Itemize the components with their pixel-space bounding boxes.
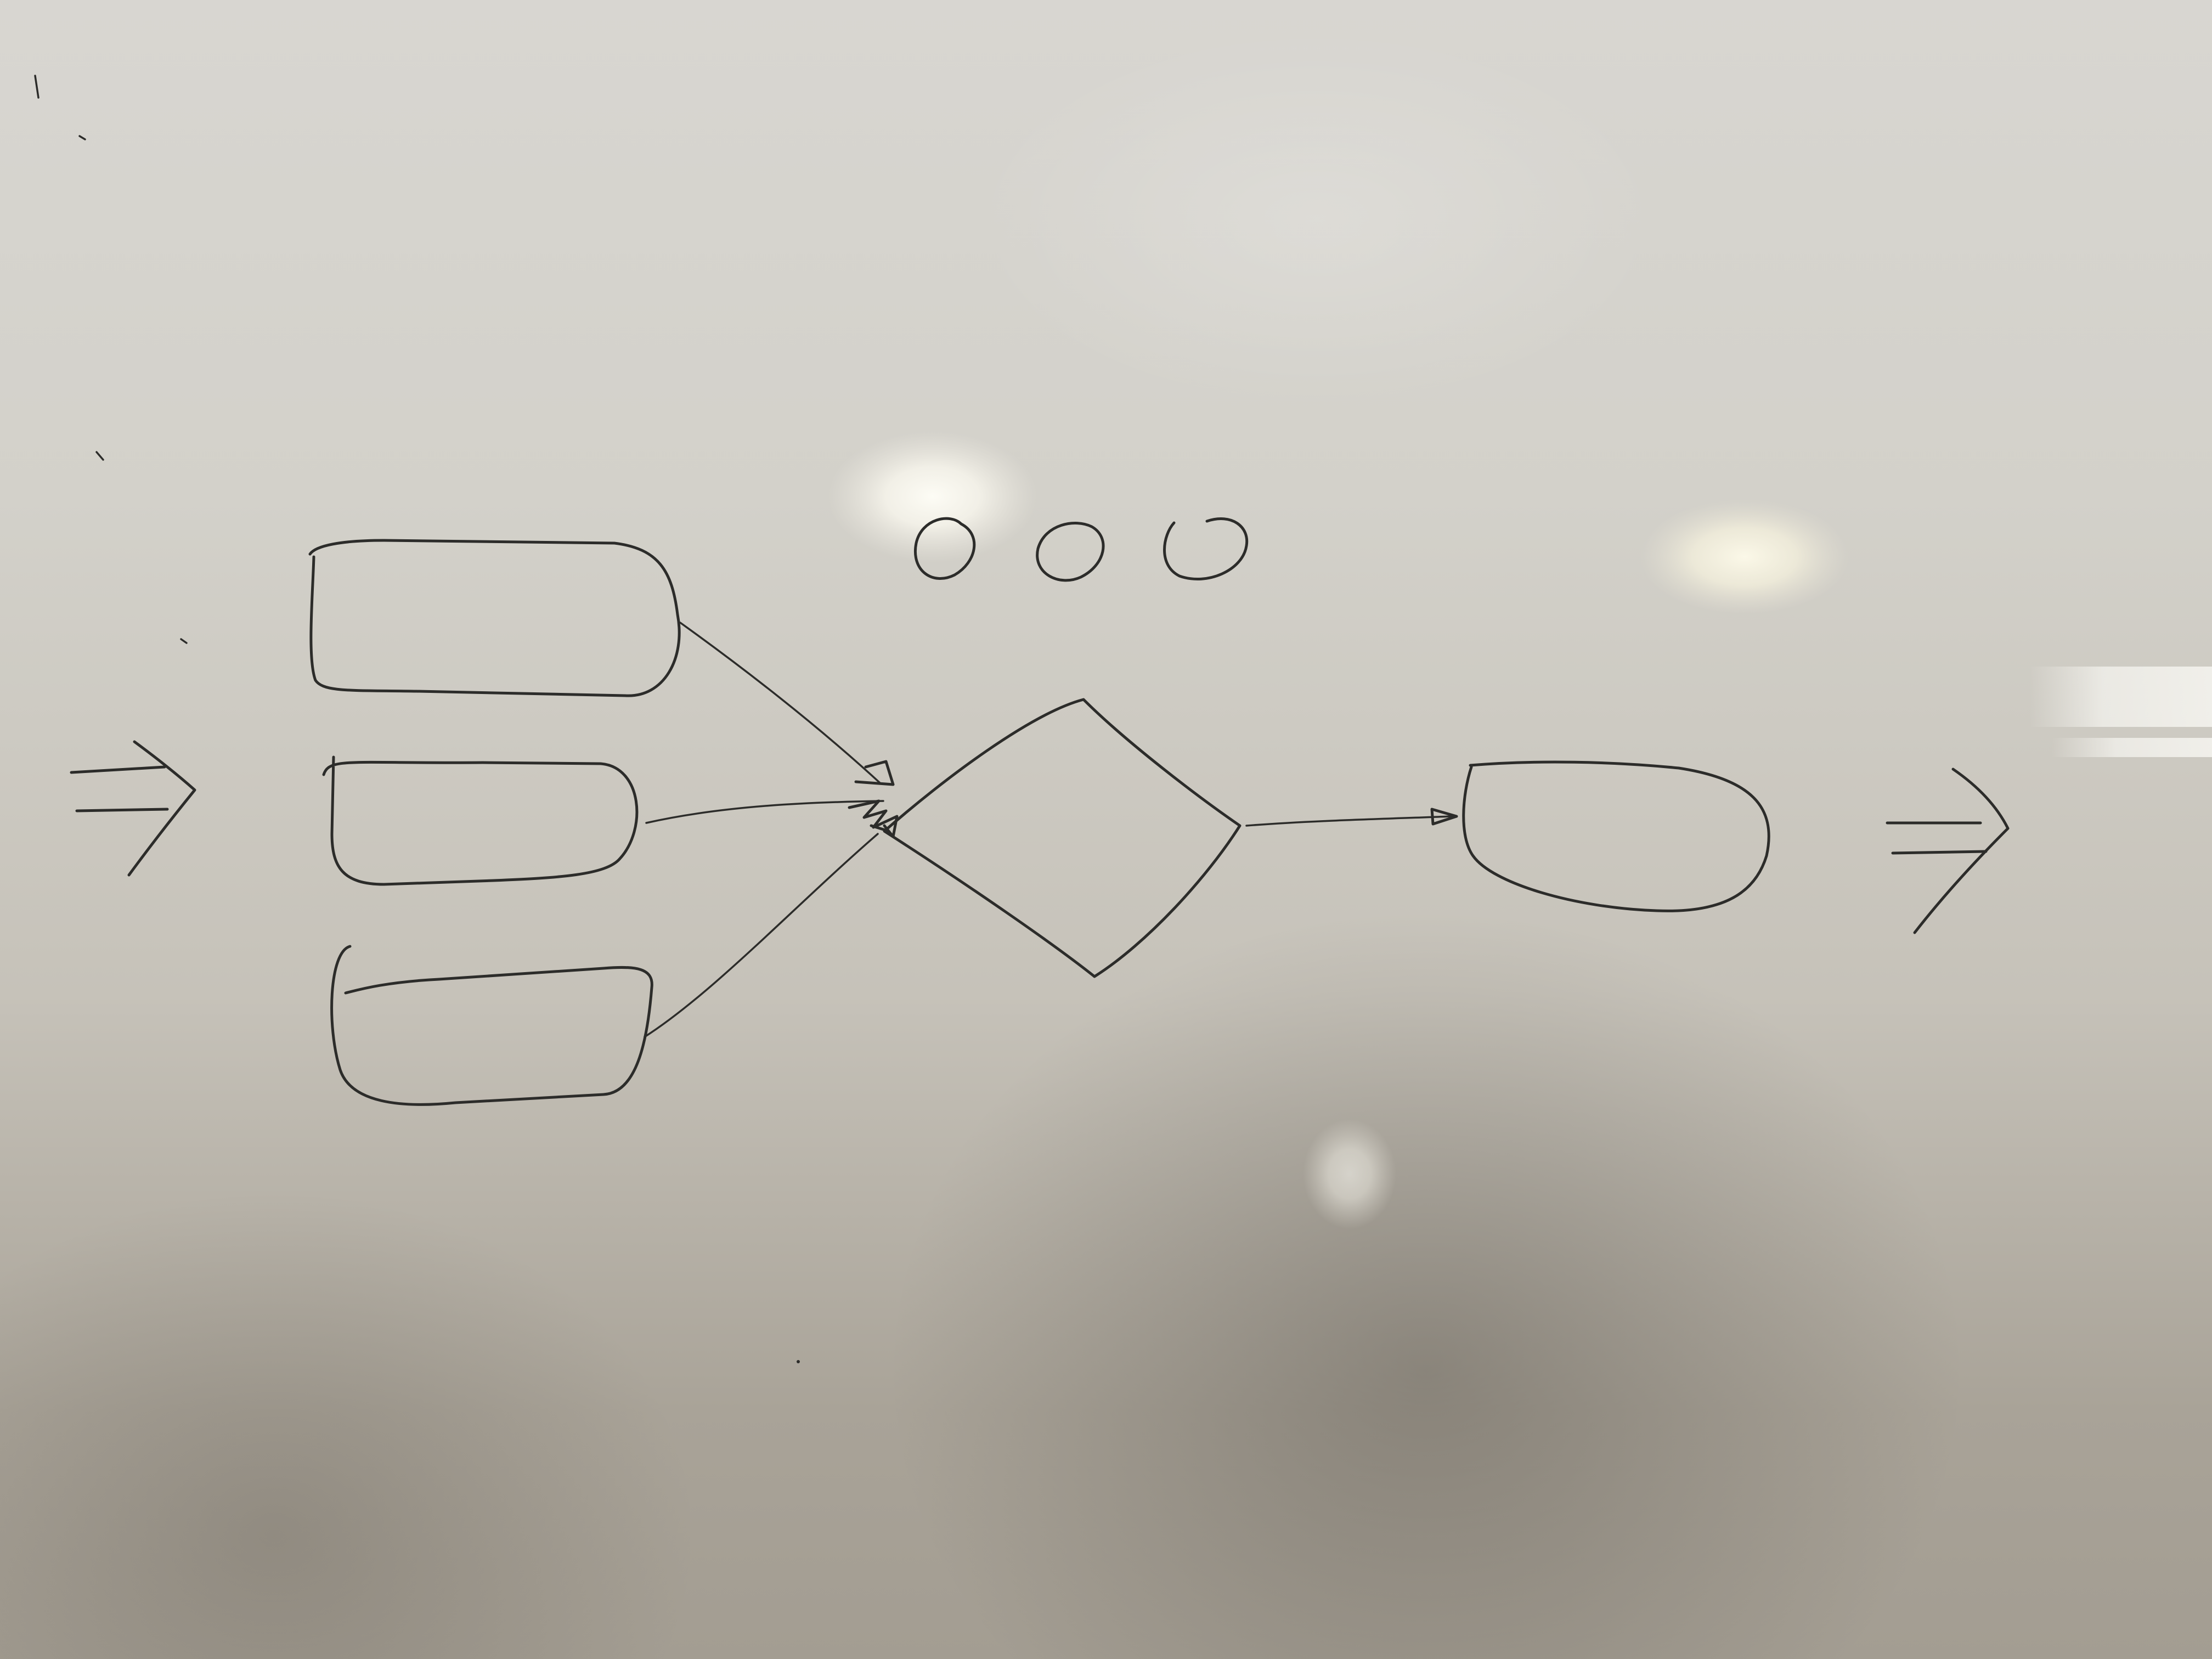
input-box-top bbox=[308, 539, 681, 697]
output-connector bbox=[1245, 808, 1458, 827]
ink-speck bbox=[78, 135, 86, 140]
connector-middle-to-diamond bbox=[645, 800, 884, 824]
ink-speck bbox=[95, 451, 104, 461]
window-reflection-stripe bbox=[2030, 667, 2212, 727]
ellipsis-circle-3 bbox=[1163, 517, 1249, 581]
arrowhead-icon bbox=[1430, 808, 1458, 826]
input-connectors bbox=[644, 622, 899, 1038]
double-arrow-out-icon bbox=[1886, 768, 2010, 934]
ink-speck bbox=[797, 1360, 800, 1363]
connector-top-to-diamond bbox=[679, 622, 882, 785]
ink-speck bbox=[180, 638, 188, 644]
output-oval bbox=[1462, 760, 1770, 912]
connector-diamond-to-output bbox=[1245, 815, 1452, 827]
ceiling-light-glare-left bbox=[828, 431, 1037, 562]
window-reflection-stripe-lower bbox=[2052, 738, 2212, 757]
input-box-middle bbox=[322, 755, 639, 886]
input-box-bottom bbox=[330, 945, 653, 1106]
ink-speck bbox=[34, 75, 40, 99]
ceiling-light-glare-right bbox=[1640, 499, 1849, 614]
ink-specks bbox=[34, 75, 800, 1363]
board-reflections bbox=[828, 431, 2212, 1229]
ellipsis-circles bbox=[914, 517, 1249, 582]
merge-diamond bbox=[883, 698, 1242, 978]
input-boxes bbox=[308, 539, 681, 1106]
floor-light-reflection bbox=[1303, 1119, 1396, 1229]
double-arrow-in-icon bbox=[70, 740, 196, 877]
ellipsis-circle-1 bbox=[914, 517, 976, 580]
ellipsis-circle-2 bbox=[1036, 522, 1105, 582]
connector-bottom-to-diamond bbox=[644, 833, 879, 1038]
